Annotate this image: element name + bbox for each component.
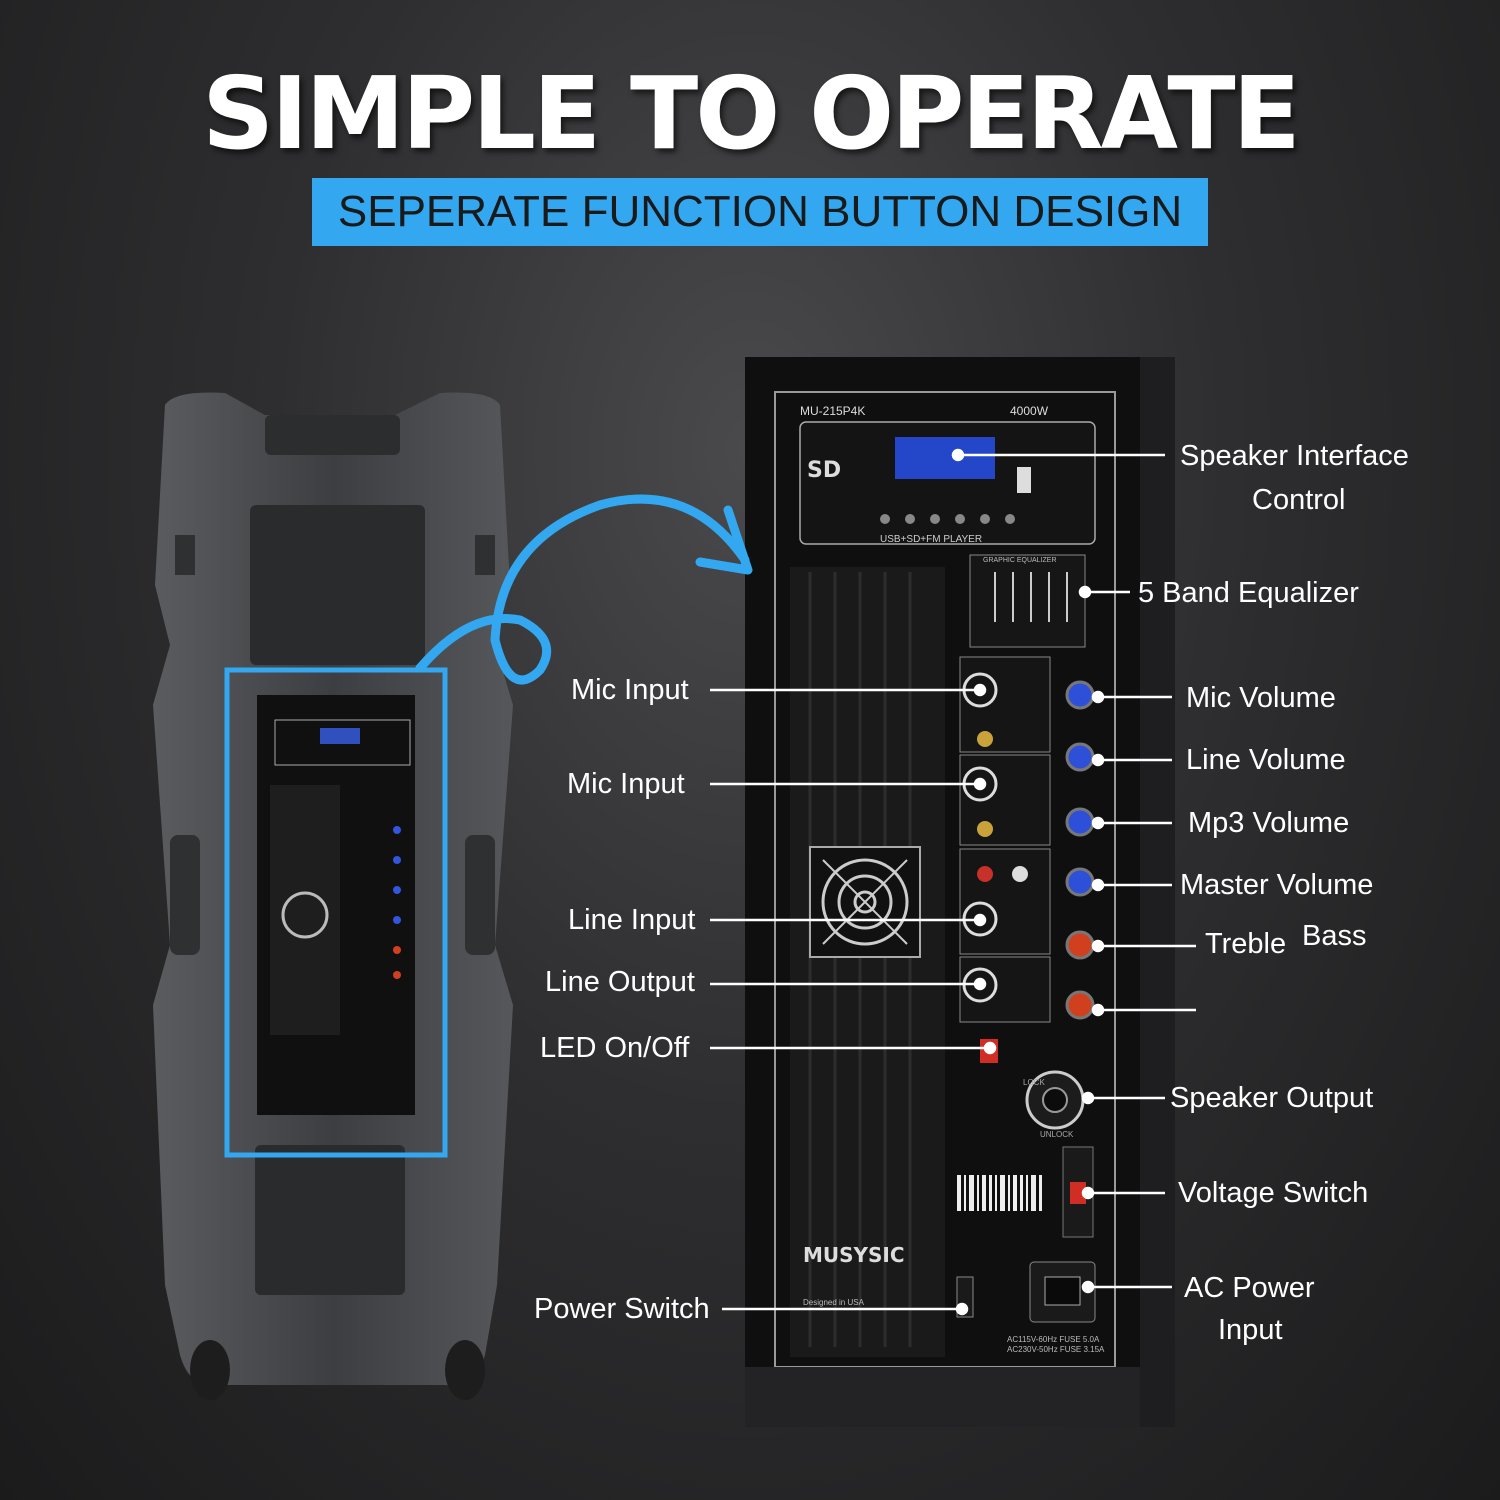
label-bass: Bass [1302, 920, 1367, 952]
brand-text: MUSYSIC [803, 1243, 905, 1267]
label-speaker-interface-line2: Control [1252, 484, 1346, 516]
player-text: USB+SD+FM PLAYER [880, 534, 982, 545]
label-master-volume: Master Volume [1180, 869, 1374, 901]
label-equalizer: 5 Band Equalizer [1138, 577, 1359, 609]
label-speaker-interface-line1: Speaker Interface [1180, 440, 1409, 472]
headline: SIMPLE TO OPERATE [202, 55, 1301, 172]
label-mp3-volume: Mp3 Volume [1188, 807, 1350, 839]
fuse-text-1: AC115V-60Hz FUSE 5.0A [1007, 1335, 1100, 1344]
eq-title: GRAPHIC EQUALIZER [983, 557, 1057, 564]
power-text: 4000W [1010, 404, 1049, 418]
label-ac-power-line2: Input [1218, 1314, 1283, 1346]
lock-text: LOCK [1023, 1078, 1045, 1087]
label-ac-power-line1: AC Power [1184, 1272, 1315, 1304]
sd-logo: SD [807, 458, 841, 483]
label-speaker-output: Speaker Output [1170, 1082, 1374, 1114]
label-mic-input-1: Mic Input [571, 674, 689, 706]
label-led-onoff: LED On/Off [540, 1032, 690, 1064]
label-line-volume: Line Volume [1186, 744, 1346, 776]
label-treble: Treble [1205, 928, 1287, 960]
label-line-output: Line Output [545, 966, 695, 998]
label-voltage-switch: Voltage Switch [1178, 1177, 1369, 1209]
label-mic-volume: Mic Volume [1186, 682, 1336, 714]
label-mic-input-2: Mic Input [567, 768, 685, 800]
designed-text: Designed in USA [803, 1298, 865, 1307]
model-text: MU-215P4K [800, 404, 865, 418]
label-power-switch: Power Switch [534, 1293, 710, 1325]
subtitle-banner: SEPERATE FUNCTION BUTTON DESIGN [312, 178, 1208, 246]
speaker-back-photo [153, 392, 513, 1400]
unlock-text: UNLOCK [1040, 1130, 1074, 1139]
fuse-text-2: AC230V-50Hz FUSE 3.15A [1007, 1345, 1105, 1354]
label-line-input: Line Input [568, 904, 696, 936]
